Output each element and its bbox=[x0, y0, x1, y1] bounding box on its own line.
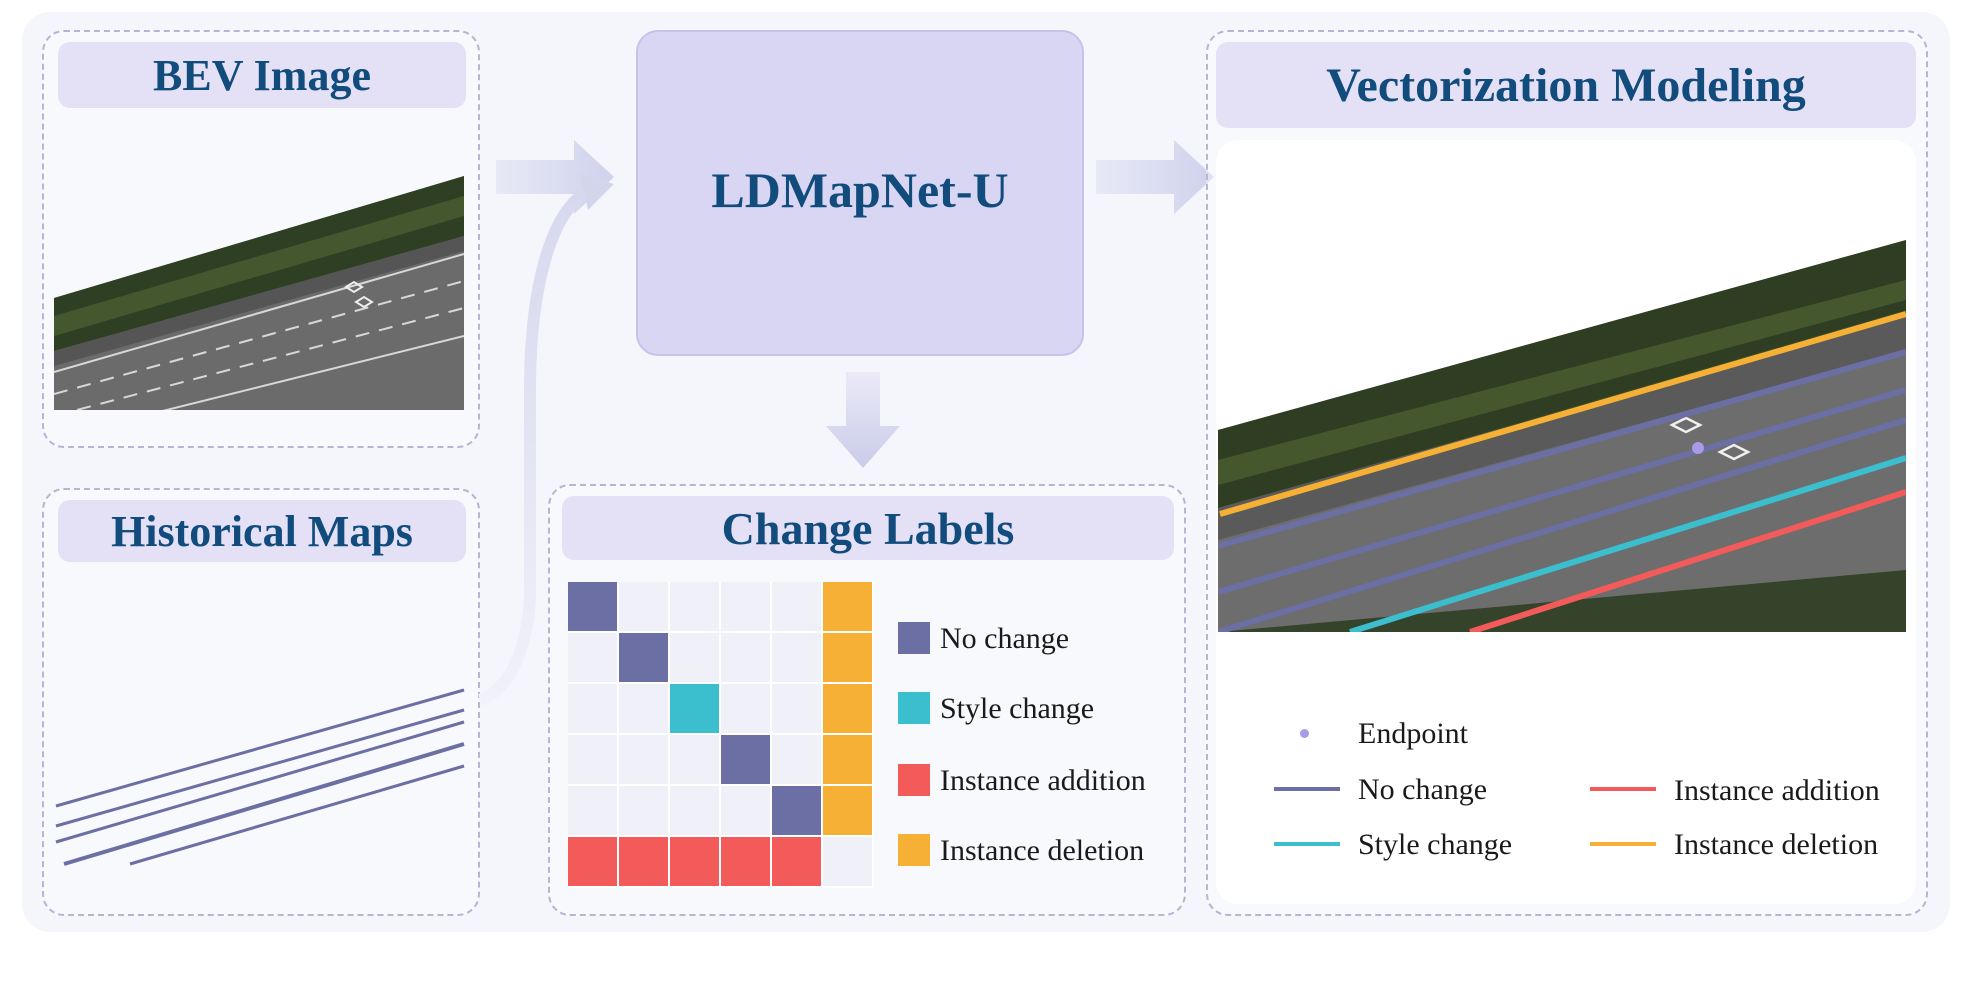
matrix-cell-instance-addition bbox=[670, 837, 719, 886]
arrow-model-to-change bbox=[826, 372, 900, 468]
legend-line-instance-addition bbox=[1590, 787, 1656, 791]
legend-label-instance-deletion: Instance deletion bbox=[940, 834, 1145, 867]
matrix-cell-empty bbox=[721, 684, 770, 733]
matrix-cell-empty bbox=[619, 735, 668, 784]
legend-swatch-no-change bbox=[898, 622, 930, 654]
vectorized-road-image bbox=[1218, 240, 1906, 632]
historical-maps-title: Historical Maps bbox=[58, 500, 466, 562]
legend-line-no-change bbox=[1274, 787, 1340, 791]
change-label-matrix bbox=[568, 582, 874, 888]
matrix-cell-no-change bbox=[568, 582, 617, 631]
bev-road-image bbox=[54, 176, 464, 410]
matrix-cell-empty bbox=[721, 786, 770, 835]
matrix-cell-empty bbox=[772, 735, 821, 784]
matrix-cell-empty bbox=[721, 582, 770, 631]
legend-label-no-change: No change bbox=[940, 622, 1070, 655]
matrix-cell-instance-addition bbox=[619, 837, 668, 886]
matrix-cell-empty bbox=[619, 582, 668, 631]
matrix-cell-empty bbox=[568, 633, 617, 682]
matrix-cell-empty bbox=[772, 582, 821, 631]
historical-map-lines bbox=[55, 688, 465, 866]
legend-label-vector-instance-deletion: Instance deletion bbox=[1674, 828, 1879, 861]
matrix-cell-empty bbox=[568, 786, 617, 835]
change-legend: No change Style change Instance addition… bbox=[898, 620, 1178, 870]
matrix-cell-no-change bbox=[619, 633, 668, 682]
vectorization-title: Vectorization Modeling bbox=[1216, 42, 1916, 128]
matrix-cell-empty bbox=[619, 684, 668, 733]
matrix-cell-no-change bbox=[721, 735, 770, 784]
legend-label-vector-style-change: Style change bbox=[1358, 828, 1513, 861]
matrix-cell-style-change bbox=[670, 684, 719, 733]
change-labels-title: Change Labels bbox=[562, 496, 1174, 560]
matrix-cell-instance-deletion bbox=[823, 582, 872, 631]
matrix-cell-empty bbox=[670, 582, 719, 631]
matrix-cell-instance-addition bbox=[721, 837, 770, 886]
arrow-history-to-model bbox=[477, 174, 614, 706]
matrix-cell-instance-deletion bbox=[823, 633, 872, 682]
legend-label-instance-addition: Instance addition bbox=[940, 764, 1146, 797]
legend-swatch-instance-addition bbox=[898, 764, 930, 796]
matrix-cell-empty bbox=[823, 837, 872, 886]
legend-label-vector-instance-addition: Instance addition bbox=[1674, 774, 1880, 807]
legend-swatch-instance-deletion bbox=[898, 834, 930, 866]
matrix-cell-empty bbox=[772, 633, 821, 682]
matrix-cell-empty bbox=[670, 735, 719, 784]
matrix-cell-instance-deletion bbox=[823, 684, 872, 733]
ldmapnet-u-box bbox=[636, 30, 1084, 356]
matrix-cell-empty bbox=[721, 633, 770, 682]
matrix-cell-no-change bbox=[772, 786, 821, 835]
matrix-cell-empty bbox=[670, 786, 719, 835]
legend-label-vector-no-change: No change bbox=[1358, 773, 1488, 806]
ldmapnet-u-title: LDMapNet-U bbox=[711, 162, 1009, 218]
bev-image-title: BEV Image bbox=[58, 42, 466, 108]
legend-swatch-style-change bbox=[898, 692, 930, 724]
matrix-cell-instance-addition bbox=[772, 837, 821, 886]
matrix-cell-empty bbox=[568, 684, 617, 733]
matrix-cell-empty bbox=[772, 684, 821, 733]
matrix-cell-empty bbox=[619, 786, 668, 835]
matrix-cell-empty bbox=[568, 735, 617, 784]
legend-label-style-change: Style change bbox=[940, 692, 1095, 725]
matrix-cell-instance-deletion bbox=[823, 786, 872, 835]
matrix-cell-empty bbox=[670, 633, 719, 682]
arrow-model-to-vector bbox=[1096, 140, 1214, 214]
matrix-cell-instance-addition bbox=[568, 837, 617, 886]
legend-endpoint-dot bbox=[1300, 729, 1309, 738]
legend-line-style-change bbox=[1274, 842, 1340, 846]
legend-label-endpoint: Endpoint bbox=[1358, 717, 1468, 750]
vector-legend: Endpoint No change Style change Instance… bbox=[1266, 716, 1916, 876]
matrix-cell-instance-deletion bbox=[823, 735, 872, 784]
legend-line-instance-deletion bbox=[1590, 842, 1656, 846]
